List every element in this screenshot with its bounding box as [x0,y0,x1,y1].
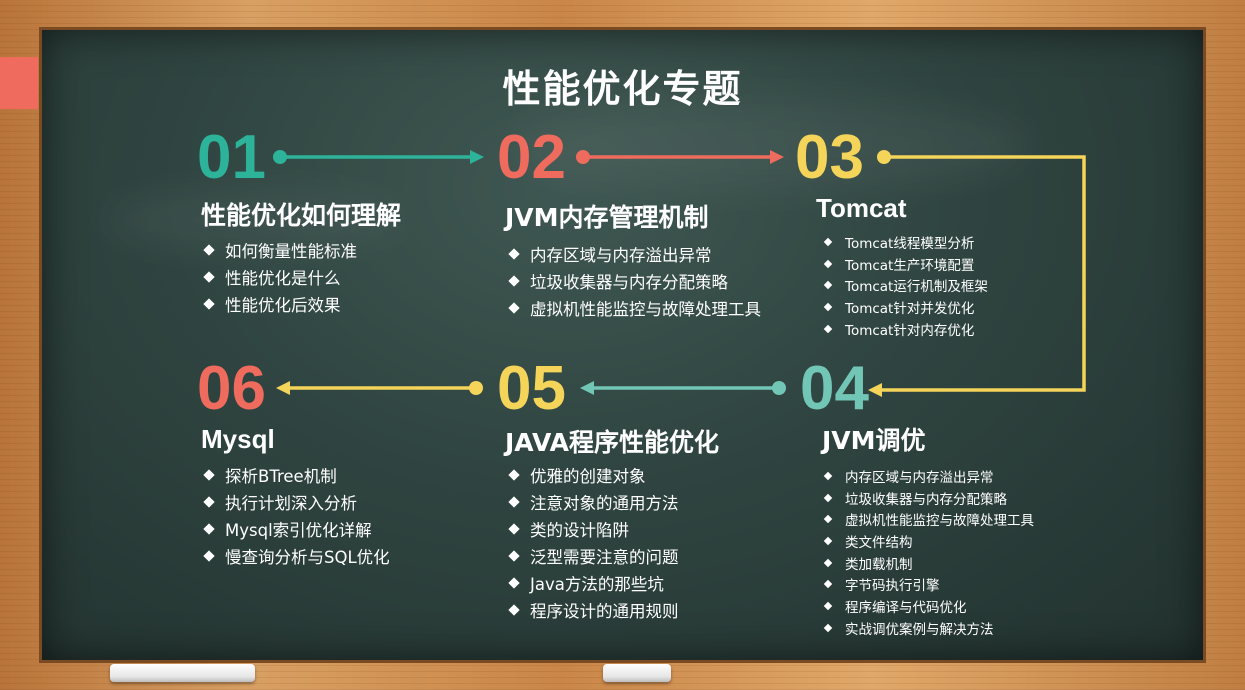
list-item: 虚拟机性能监控与故障处理工具 [506,294,761,321]
list-item: 探析BTree机制 [201,461,390,488]
chalk-stick-right [603,664,671,682]
list-item: 内存区域与内存溢出异常 [822,465,1034,487]
list-item: Tomcat线程模型分析 [822,231,988,253]
diamond-bullet-icon [823,259,833,268]
diamond-bullet-icon [508,274,520,287]
section-number-04: 04 [800,354,869,423]
chalk-stick-left [110,664,255,682]
chalkboard [42,30,1203,660]
diamond-bullet-icon [508,495,520,508]
diamond-bullet-icon [823,324,833,333]
list-item: Tomcat运行机制及框架 [822,274,988,296]
list-item: 类的设计陷阱 [506,515,679,542]
list-item: 类加载机制 [822,552,1034,574]
diamond-bullet-icon [823,601,833,611]
list-item: 程序设计的通用规则 [506,596,679,623]
list-item: 如何衡量性能标准 [201,236,357,263]
list-item: 优雅的创建对象 [506,461,679,488]
arrow-05-to-06 [276,381,483,395]
diamond-bullet-icon [203,495,215,508]
list-item: 字节码执行引擎 [822,573,1034,595]
diamond-bullet-icon [823,623,833,632]
diamond-bullet-icon [508,576,520,589]
section-number-06: 06 [197,354,266,423]
chalk-smudge [102,190,402,250]
section-heading-04: JVM调优 [822,426,926,455]
section-list-02: 内存区域与内存溢出异常 垃圾收集器与内存分配策略 虚拟机性能监控与故障处理工具 [506,240,761,321]
diamond-bullet-icon [508,549,520,562]
section-list-04: 内存区域与内存溢出异常 垃圾收集器与内存分配策略 虚拟机性能监控与故障处理工具 … [822,465,1034,639]
list-item: Tomcat针对并发优化 [822,296,988,318]
red-tab-marker [0,57,38,109]
diamond-bullet-icon [508,247,520,260]
diamond-bullet-icon [823,514,833,524]
diamond-bullet-icon [823,237,833,247]
diamond-bullet-icon [203,522,215,535]
arrow-01-to-02 [273,150,484,164]
section-number-01: 01 [197,123,266,192]
section-list-06: 探析BTree机制 执行计划深入分析 Mysql索引优化详解 慢查询分析与SQL… [201,461,390,569]
section-number-02: 02 [497,123,566,192]
list-item: Java方法的那些坑 [506,569,679,596]
list-item: 程序编译与代码优化 [822,595,1034,617]
section-heading-03: Tomcat [816,193,907,223]
diamond-bullet-icon [823,493,833,502]
diamond-bullet-icon [508,301,520,314]
list-item: 泛型需要注意的问题 [506,542,679,569]
page-title: 性能优化专题 [502,67,743,111]
section-heading-06: Mysql [201,424,275,454]
diamond-bullet-icon [203,549,215,562]
section-number-05: 05 [497,354,566,423]
section-list-05: 优雅的创建对象 注意对象的通用方法 类的设计陷阱 泛型需要注意的问题 Java方… [506,461,679,623]
list-item: 性能优化后效果 [201,290,357,317]
section-list-01: 如何衡量性能标准 性能优化是什么 性能优化后效果 [201,236,357,317]
section-heading-05: JAVA程序性能优化 [505,428,719,457]
diamond-bullet-icon [203,468,215,481]
diamond-bullet-icon [823,302,833,312]
section-heading-02: JVM内存管理机制 [505,203,709,232]
diamond-bullet-icon [508,468,520,481]
diamond-bullet-icon [823,558,833,567]
list-item: 虚拟机性能监控与故障处理工具 [822,508,1034,530]
arrow-04-to-05 [580,381,786,395]
diamond-bullet-icon [508,603,520,616]
section-number-03: 03 [795,123,864,192]
diamond-bullet-icon [508,522,520,535]
list-item: 执行计划深入分析 [201,488,390,515]
diamond-bullet-icon [823,580,833,589]
arrow-02-to-03 [576,150,784,164]
section-list-03: Tomcat线程模型分析 Tomcat生产环境配置 Tomcat运行机制及框架 … [822,231,988,339]
diamond-bullet-icon [823,536,833,546]
section-heading-01: 性能优化如何理解 [201,201,402,230]
diamond-bullet-icon [823,471,833,481]
list-item: 性能优化是什么 [201,263,357,290]
list-item: 内存区域与内存溢出异常 [506,240,761,267]
diamond-bullet-icon [823,280,833,290]
chalk-smudge [512,100,1032,190]
list-item: 类文件结构 [822,530,1034,552]
list-item: 垃圾收集器与内存分配策略 [506,267,761,294]
list-item: Mysql索引优化详解 [201,515,390,542]
diamond-bullet-icon [203,270,215,283]
list-item: 慢查询分析与SQL优化 [201,542,390,569]
diamond-bullet-icon [203,243,215,256]
list-item: Tomcat生产环境配置 [822,253,988,275]
list-item: 实战调优案例与解决方法 [822,617,1034,639]
list-item: 注意对象的通用方法 [506,488,679,515]
list-item: 垃圾收集器与内存分配策略 [822,487,1034,509]
arrow-03-to-04 [868,150,1086,397]
diamond-bullet-icon [203,297,215,310]
list-item: Tomcat针对内存优化 [822,318,988,340]
